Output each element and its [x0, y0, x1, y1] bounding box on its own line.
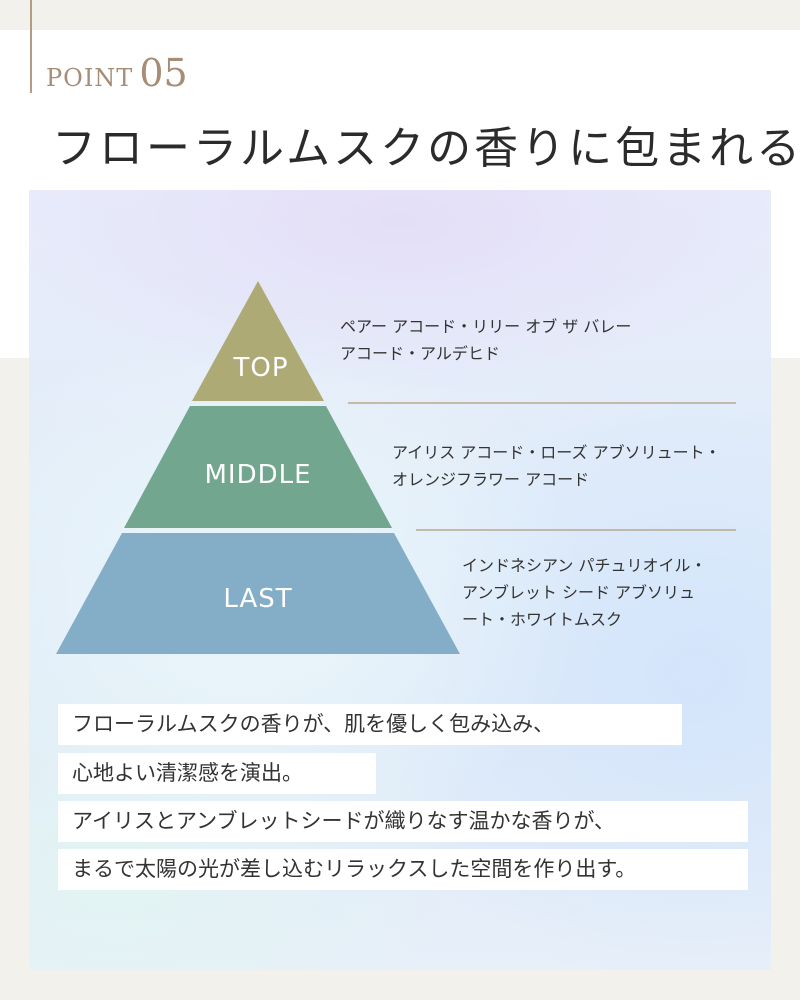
last-note-line: ート・ホワイトムスク	[462, 610, 623, 629]
point-word: POINT	[46, 64, 134, 92]
point-number: 05	[139, 51, 188, 95]
middle-note-line: アイリス アコード・ローズ アブソリュート・	[392, 443, 721, 462]
last-note-line: インドネシアン パチュリオイル・	[462, 556, 707, 575]
tier-label-last: LAST	[223, 584, 292, 614]
description-line: アイリスとアンブレットシードが織りなす温かな香りが、	[58, 801, 748, 842]
middle-notes: アイリス アコード・ローズ アブソリュート・ オレンジフラワー アコード	[392, 439, 721, 493]
last-note-line: アンブレット シード アブソリュ	[462, 583, 696, 602]
accent-line	[30, 0, 32, 93]
top-note-line: アコード・アルデヒド	[340, 344, 500, 363]
top-note-line: ペアー アコード・リリー オブ ザ バレー	[340, 317, 632, 336]
pyramid-tier-last	[56, 533, 460, 654]
page-title: フローラルムスクの香りに包まれる	[52, 123, 800, 174]
tier-label-middle: MIDDLE	[204, 460, 311, 490]
last-notes: インドネシアン パチュリオイル・ アンブレット シード アブソリュ ート・ホワイ…	[462, 552, 706, 633]
middle-note-line: オレンジフラワー アコード	[392, 470, 590, 489]
pyramid-tier-middle	[124, 406, 392, 528]
description-line: フローラルムスクの香りが、肌を優しく包み込み、	[58, 704, 682, 745]
description-line: 心地よい清潔感を演出。	[58, 753, 376, 794]
description-line: まるで太陽の光が差し込むリラックスした空間を作り出す。	[58, 849, 748, 890]
top-notes: ペアー アコード・リリー オブ ザ バレー アコード・アルデヒド	[340, 313, 631, 367]
pyramid-tier-top	[192, 281, 324, 401]
tier-label-top: TOP	[232, 353, 288, 383]
